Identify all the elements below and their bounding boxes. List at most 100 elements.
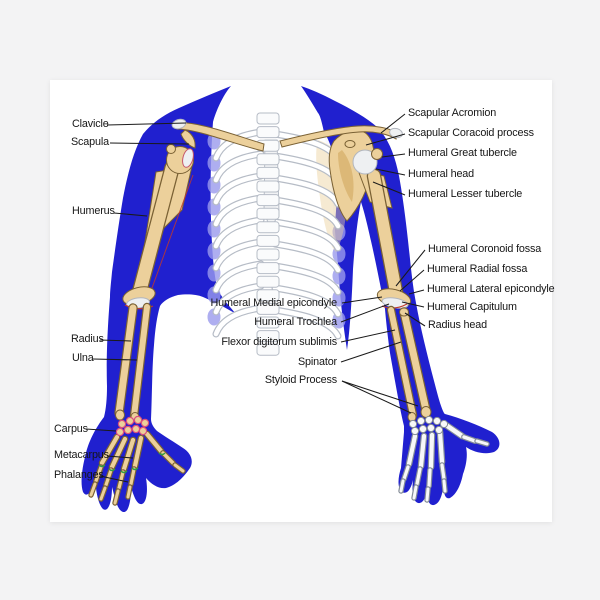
left-great-tubercle [166, 144, 176, 154]
rib-right [272, 285, 341, 317]
coracoid-process [344, 140, 356, 148]
right-carpal [408, 419, 418, 429]
label-radius: Radius [71, 333, 104, 345]
right-hand-bone [406, 433, 418, 467]
leader-radius [99, 339, 132, 342]
vertebra [256, 289, 280, 302]
right-hand-bone [440, 463, 446, 481]
label-carpus: Carpus [54, 423, 88, 435]
left-hand-bone [89, 482, 97, 497]
vertebra [256, 343, 280, 356]
leader-trochlea [340, 303, 390, 323]
label-humeral-head: Humeral head [408, 168, 475, 180]
rib-left [213, 239, 264, 271]
leader-spinator [340, 341, 402, 363]
right-acromion [389, 127, 403, 139]
label-clavicle: Clavicle [72, 118, 109, 130]
right-scapula-shade [338, 150, 354, 202]
label-metacarpus: Metacarpus [54, 449, 109, 461]
left-carpal [115, 427, 125, 437]
vertebra [256, 221, 280, 234]
right-clavicle [279, 125, 398, 148]
right-hand-bone [443, 422, 465, 439]
left-carpal [123, 425, 133, 435]
left-hand-bone [129, 467, 136, 486]
label-scapular-acromion: Scapular Acromion [408, 107, 497, 119]
rib-left [213, 217, 264, 249]
label-humeral-lesser-tubercle: Humeral Lesser tubercle [408, 188, 523, 200]
bone-end [420, 406, 432, 418]
label-spinator: Spinator [297, 356, 337, 368]
left-carpal [133, 415, 143, 425]
left-hand-bone [144, 431, 164, 454]
right-hand-bone [418, 433, 427, 469]
left-humerus-red-border [151, 174, 194, 289]
leader-styloid-1 [341, 380, 412, 414]
vertebra [256, 262, 280, 275]
left-hand-bone [132, 435, 144, 469]
leader-phalanges [99, 475, 129, 483]
right-carpal [426, 423, 436, 433]
left-carpal [125, 416, 135, 426]
vertebra [256, 194, 280, 207]
right-carpal [416, 416, 426, 426]
vertebra [256, 302, 280, 315]
label-flexor-digitorum-sublimis: Flexor digitorum sublimis [221, 336, 337, 348]
leader-acromion [380, 113, 406, 134]
rib-right [272, 197, 341, 229]
right-carpal [410, 426, 420, 436]
leader-great-tubercle [381, 153, 406, 158]
left-hand-bone [99, 434, 120, 466]
leader-metacarpus [106, 455, 134, 459]
right-hand-bone [437, 429, 445, 465]
label-phalanges: Phalanges [54, 469, 104, 481]
right-great-tubercle [371, 148, 383, 160]
hand-bones [88, 415, 490, 506]
leader-coronoid-fossa [395, 249, 426, 287]
vertebra [256, 126, 280, 139]
left-hand-bone [126, 485, 132, 499]
label-scapula: Scapula [71, 136, 109, 148]
right-carpal [432, 416, 442, 426]
leader-flexor [340, 329, 396, 343]
leader-ulna [92, 358, 138, 361]
leader-medial-epicondyle [341, 296, 383, 304]
rib-right [272, 241, 341, 273]
leader-lateral-epicondyle [408, 289, 425, 295]
right-carpal [434, 425, 444, 435]
forearm-bone [400, 308, 430, 414]
rib-left [213, 283, 264, 315]
right-carpal [439, 419, 449, 429]
vertebra [256, 248, 280, 261]
leader-radius-head [404, 312, 426, 327]
right-hand-bone [399, 479, 405, 493]
right-hand-bone [427, 468, 432, 488]
label-humeral-great-tubercle: Humeral Great tubercle [408, 147, 517, 159]
left-hand-bone [121, 437, 136, 472]
vertebra [256, 166, 280, 179]
leader-coracoid [365, 133, 406, 146]
leader-humeral-head [375, 168, 406, 176]
leader-carpus [85, 428, 117, 432]
vertebra [256, 207, 280, 220]
leader-clavicle [106, 122, 187, 126]
leader-scapula [109, 142, 190, 145]
joint-mark [131, 467, 139, 471]
right-hand-bone [402, 465, 410, 481]
right-hand-bone [475, 439, 489, 446]
vertebra [256, 180, 280, 193]
right-hand-bone [462, 435, 477, 443]
label-humeral-coronoid-fossa: Humeral Coronoid fossa [428, 243, 542, 255]
right-carpal [418, 424, 428, 434]
leader-styloid-2 [341, 380, 419, 407]
rib-left [213, 151, 264, 183]
rib-left [213, 305, 264, 337]
leader-lesser-tubercle [372, 181, 406, 196]
right-hand-bone [428, 432, 435, 470]
rib-right [272, 175, 341, 207]
label-humeral-medial-epicondyle: Humeral Medial epicondyle [210, 297, 338, 309]
vertebra [256, 330, 280, 343]
rib-left [213, 195, 264, 227]
